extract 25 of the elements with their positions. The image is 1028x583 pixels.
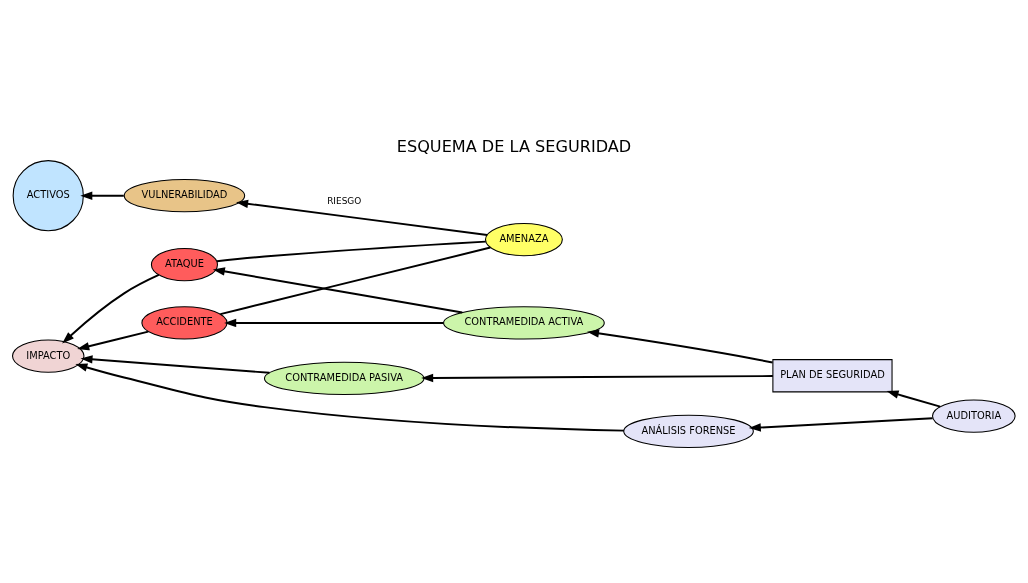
node-ellipse: ANÁLISIS FORENSE [623,414,754,448]
node-ellipse: ACCIDENTE [141,306,228,340]
arrow [224,318,445,328]
diagram-title: ESQUEMA DE LA SEGURIDAD [396,137,632,157]
arrow [77,330,150,351]
node-ellipse: CONTRAMEDIDA PASIVA [263,361,425,396]
node-ellipse: VULNERABILIDAD [123,179,246,213]
arrow [886,390,942,408]
arrow [62,273,160,344]
connector [219,246,492,316]
connector [215,240,487,263]
arrow [80,191,125,200]
edge-label: RIESGO [327,195,362,206]
arrow [421,373,774,383]
node-ellipse: IMPACTO [12,339,85,373]
node-ellipse: AMENAZA [484,222,563,257]
arrow [236,199,489,236]
arrow [80,355,271,374]
arrow [212,267,464,314]
node-box: PLAN DE SEGURIDAD [772,359,893,393]
arrow [748,417,934,432]
node-ellipse: AUDITORIA [932,399,1016,433]
node-ellipse: ATAQUE [150,248,218,282]
arrow [587,329,774,364]
node-circle: ACTIVOS [12,160,84,232]
